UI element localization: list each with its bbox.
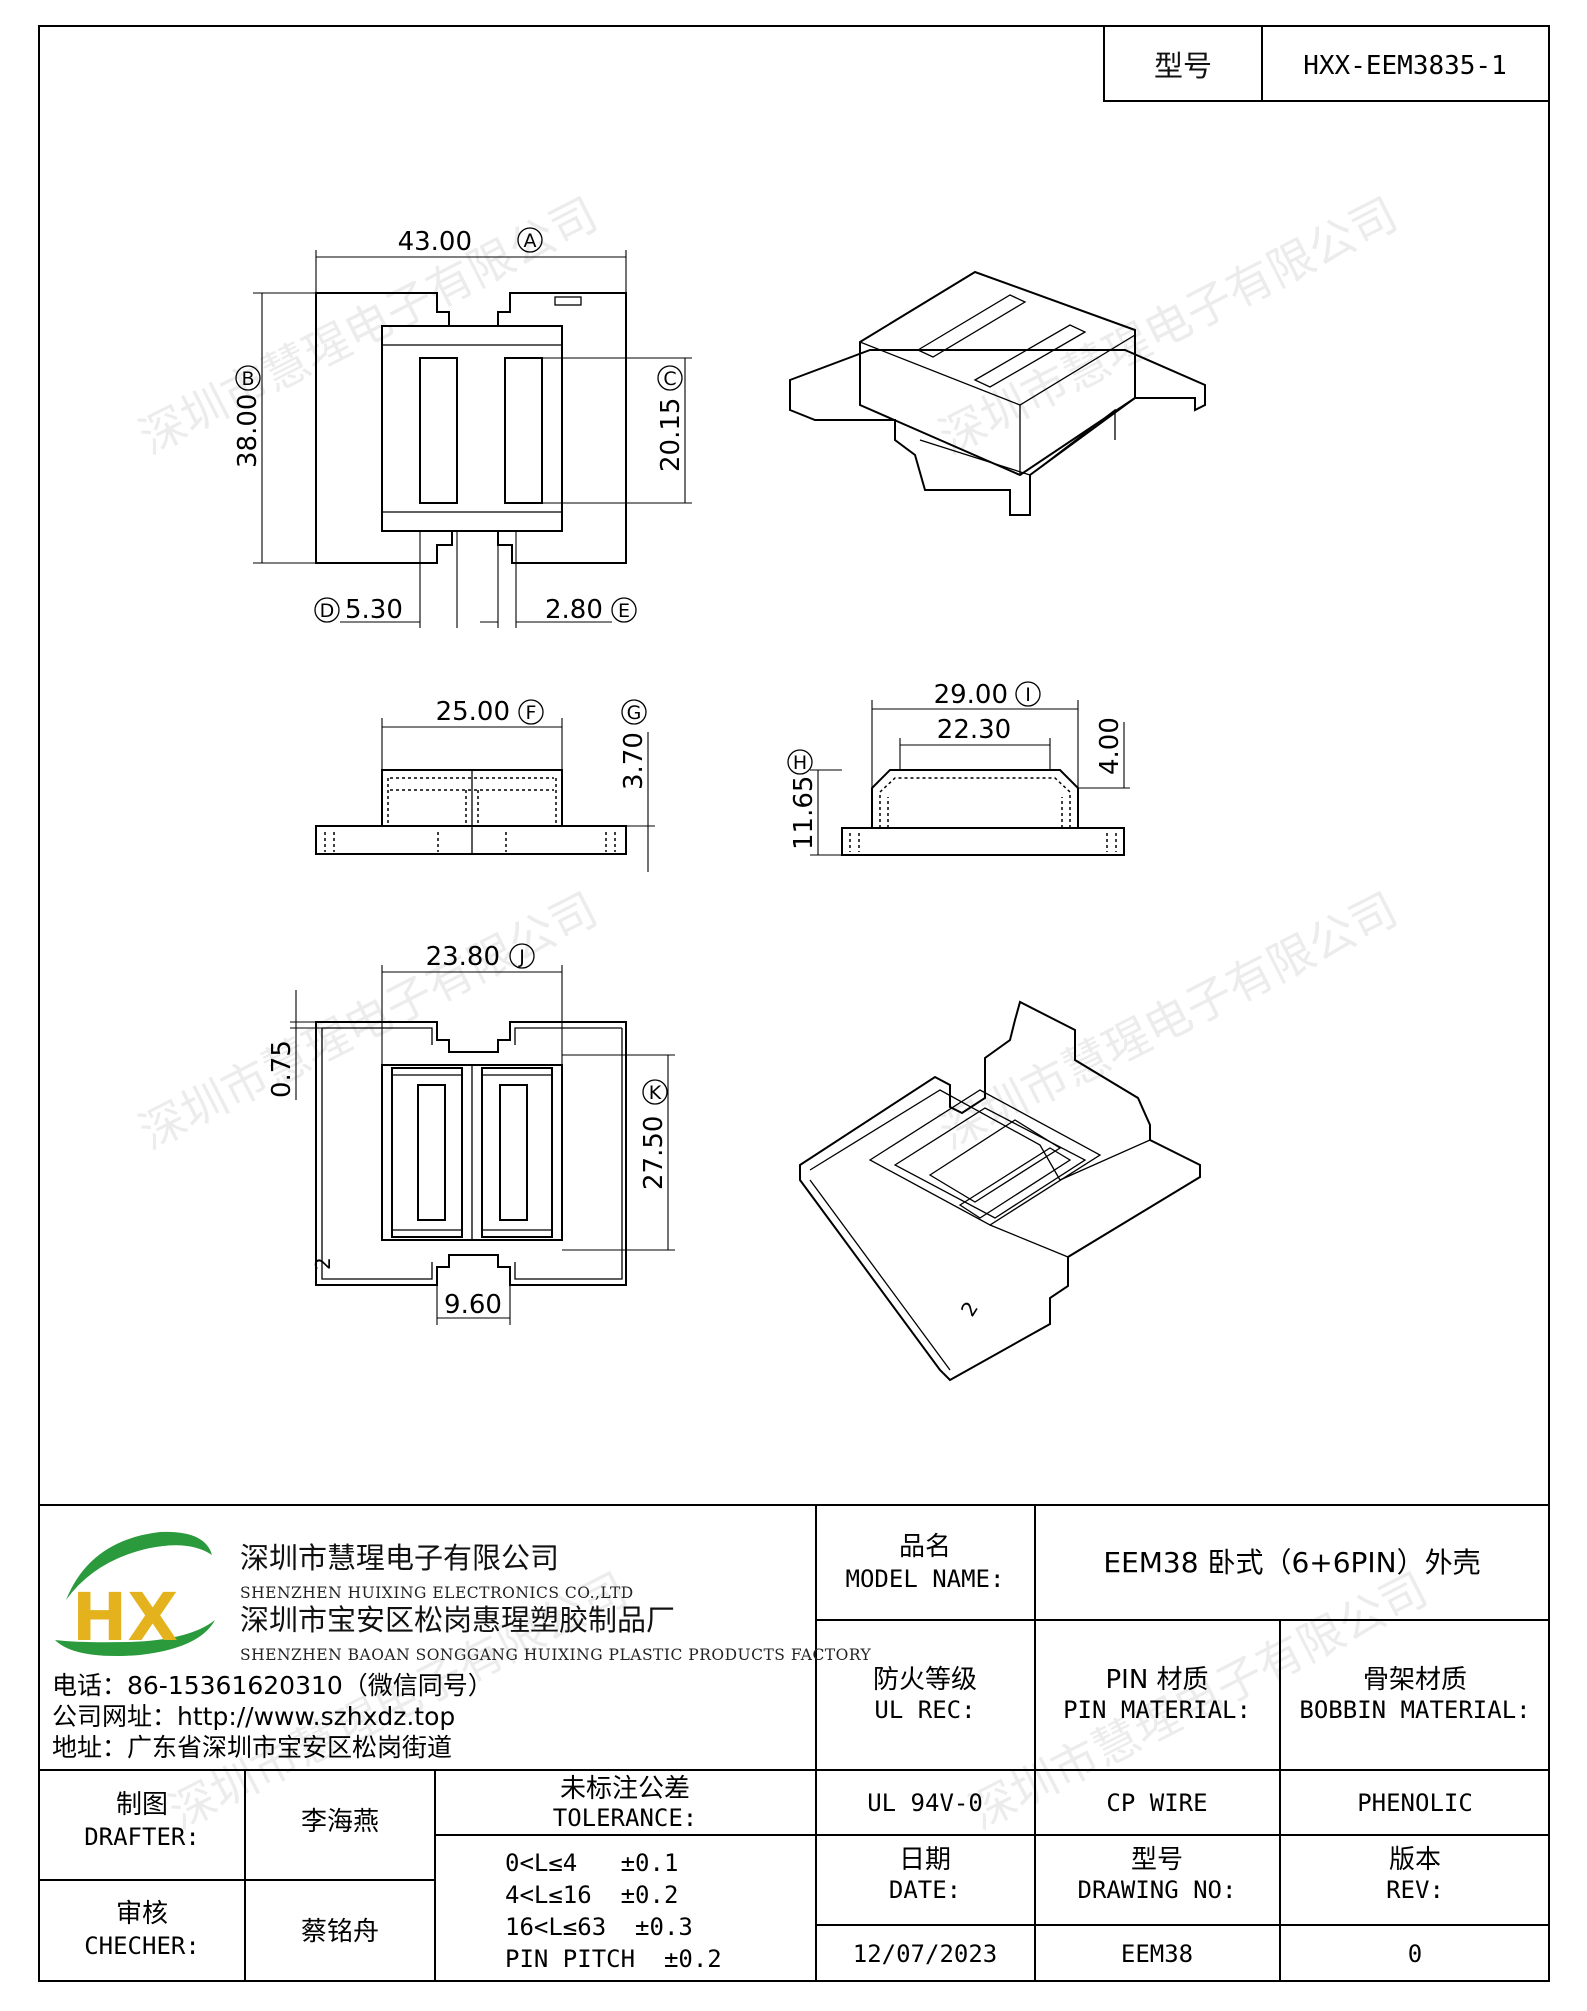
company-address: 地址：广东省深圳市宝安区松岗街道	[52, 1733, 452, 1762]
company-phone: 电话：86-15361620310（微信同号）	[52, 1671, 493, 1700]
dim-j-side-value: 0.75	[267, 1040, 297, 1098]
drafter-value: 李海燕	[301, 1807, 379, 1837]
dim-g-value: 3.70	[619, 732, 649, 790]
drafter-cn: 制图	[116, 1790, 168, 1820]
title-block: HX 深圳市慧瑆电子有限公司 SHENZHEN HUIXING ELECTRON…	[39, 1504, 1549, 1981]
sheet-border	[38, 25, 1550, 1982]
bobbin-material-en: BOBBIN MATERIAL:	[1299, 1696, 1530, 1724]
date-value: 12/07/2023	[853, 1940, 998, 1968]
dim-a-tag: A	[524, 230, 537, 252]
dim-d-tag: D	[320, 600, 335, 622]
dim-j-tag: J	[518, 946, 525, 968]
top-view: 43.00 A 38.00 B 20.15 C D 5.30 2.80 E	[233, 227, 692, 628]
dim-i-height-value: 4.00	[1095, 717, 1125, 775]
model-name-value: EEM38 卧式（6+6PIN）外壳	[1103, 1546, 1480, 1579]
pin-material-en: PIN MATERIAL:	[1063, 1696, 1251, 1724]
dim-b-value: 38.00	[233, 394, 263, 468]
dim-i-value: 29.00	[934, 680, 1008, 710]
dim-b-tag: B	[241, 368, 254, 390]
checker-value: 蔡铭舟	[301, 1917, 379, 1947]
model-name-cn: 品名	[899, 1532, 951, 1562]
company-name-cn: 深圳市慧瑆电子有限公司	[240, 1541, 559, 1575]
dim-e-value: 2.80	[545, 595, 603, 625]
isometric-view-top	[789, 270, 1206, 516]
header-model-value: HXX-EEM3835-1	[1303, 51, 1507, 81]
company-name-en: SHENZHEN HUIXING ELECTRONICS CO.,LTD	[240, 1584, 634, 1602]
pin-material-value: CP WIRE	[1106, 1789, 1207, 1817]
date-cn: 日期	[899, 1845, 951, 1875]
dim-i-inner-value: 22.30	[937, 715, 1011, 745]
rev-cn: 版本	[1389, 1845, 1441, 1875]
tolerance-line: PIN PITCH ±0.2	[505, 1945, 722, 1973]
side-view: 29.00 I 22.30 4.00 11.65 H	[787, 680, 1130, 856]
pin-material-cn: PIN 材质	[1105, 1665, 1208, 1695]
pin-mark-iso: 2	[956, 1297, 983, 1321]
company-logo: HX	[55, 1531, 215, 1656]
dim-d-value: 5.30	[345, 595, 403, 625]
fire-rating-cn: 防火等级	[873, 1665, 977, 1695]
fire-rating-value: UL 94V-0	[867, 1789, 983, 1817]
dim-c-tag: C	[663, 368, 676, 390]
factory-name-en: SHENZHEN BAOAN SONGGANG HUIXING PLASTIC …	[240, 1646, 872, 1664]
tolerance-line: 16<L≤63 ±0.3	[505, 1913, 693, 1941]
watermark: 深圳市慧瑆电子有限公司	[930, 187, 1405, 465]
drawing-no-value: EEM38	[1121, 1940, 1193, 1968]
tolerance-en: TOLERANCE:	[553, 1804, 698, 1832]
watermark: 深圳市慧瑆电子有限公司	[930, 882, 1405, 1160]
bobbin-material-cn: 骨架材质	[1363, 1665, 1467, 1695]
tolerance-cn: 未标注公差	[560, 1774, 690, 1804]
rev-en: REV:	[1386, 1876, 1444, 1904]
dim-h-tag: H	[793, 752, 807, 774]
fire-rating-en: UL REC:	[874, 1696, 975, 1724]
factory-name-cn: 深圳市宝安区松岗惠瑆塑胶制品厂	[240, 1603, 675, 1637]
dim-k-tag: K	[649, 1082, 662, 1104]
rev-value: 0	[1408, 1940, 1422, 1968]
logo-letters: HX	[72, 1579, 178, 1656]
dim-bottom-gap-value: 9.60	[444, 1290, 502, 1320]
dim-e-tag: E	[618, 600, 630, 622]
dim-j-value: 23.80	[426, 942, 500, 972]
dim-g-tag: G	[627, 702, 642, 724]
checker-cn: 审核	[116, 1899, 168, 1929]
dim-f-tag: F	[526, 702, 537, 724]
tolerance-line: 0<L≤4 ±0.1	[505, 1849, 678, 1877]
front-view: 25.00 F 3.70 G	[315, 697, 655, 872]
pin-mark: 2	[311, 1257, 335, 1270]
dim-f-value: 25.00	[436, 697, 510, 727]
dim-c-value: 20.15	[656, 398, 686, 472]
header-model-box: 型号 HXX-EEM3835-1	[1103, 25, 1550, 102]
bottom-view: 2 23.80 J 0.75 27.50 K 9.60	[267, 942, 675, 1325]
tolerance-line: 4<L≤16 ±0.2	[505, 1881, 678, 1909]
dim-i-tag: I	[1025, 684, 1031, 706]
dim-h-value: 11.65	[789, 776, 819, 850]
watermark: 深圳市慧瑆电子有限公司	[130, 882, 605, 1160]
drawing-no-cn: 型号	[1131, 1845, 1183, 1875]
checker-en: CHECHER:	[84, 1932, 200, 1960]
isometric-view-bottom: 2	[799, 1000, 1201, 1382]
dim-a-value: 43.00	[398, 227, 472, 257]
bobbin-material-value: PHENOLIC	[1357, 1789, 1473, 1817]
date-en: DATE:	[889, 1876, 961, 1904]
company-website: 公司网址：http://www.szhxdz.top	[52, 1702, 455, 1731]
model-name-en: MODEL NAME:	[846, 1565, 1005, 1593]
dim-k-value: 27.50	[639, 1116, 669, 1190]
drafter-en: DRAFTER:	[84, 1823, 200, 1851]
header-model-label: 型号	[1154, 49, 1212, 83]
drawing-no-en: DRAWING NO:	[1078, 1876, 1237, 1904]
